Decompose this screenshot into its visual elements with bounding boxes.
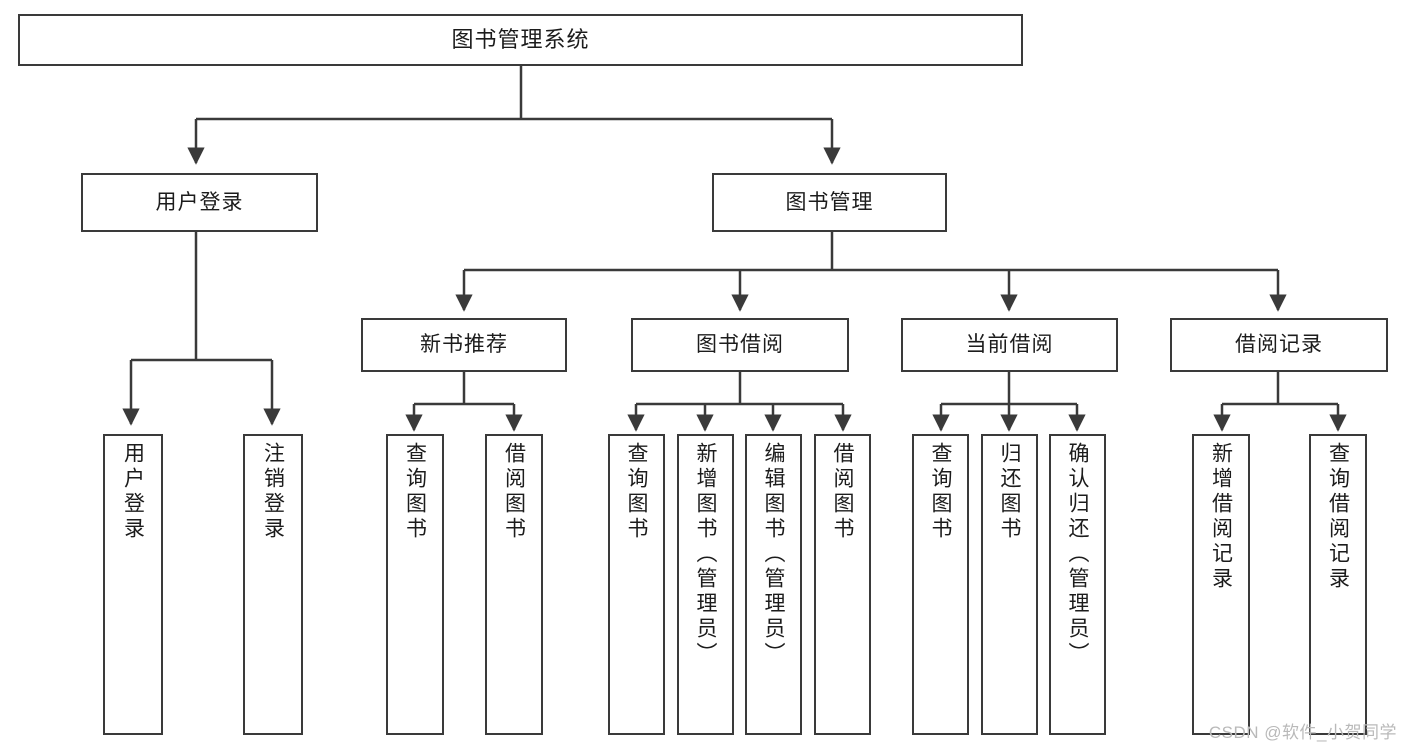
node-root-system[interactable]: 图书管理系统	[18, 14, 1023, 66]
node-label: 注销登录	[261, 442, 285, 542]
node-leaf-confirm-return[interactable]: 确认归还（管理员）	[1049, 434, 1106, 735]
node-label: 借阅图书	[502, 442, 526, 542]
node-leaf-query-book-borrow[interactable]: 查询图书	[608, 434, 665, 735]
node-leaf-edit-book[interactable]: 编辑图书（管理员）	[745, 434, 802, 735]
node-leaf-query-book-recommend[interactable]: 查询图书	[386, 434, 444, 735]
node-leaf-add-borrow-record[interactable]: 新增借阅记录	[1192, 434, 1250, 735]
node-book-manage[interactable]: 图书管理	[712, 173, 947, 232]
node-leaf-query-book-current[interactable]: 查询图书	[912, 434, 969, 735]
node-label: 用户登录	[155, 190, 244, 214]
node-leaf-logout[interactable]: 注销登录	[243, 434, 303, 735]
node-leaf-borrow-book-recommend[interactable]: 借阅图书	[485, 434, 543, 735]
node-label: 图书管理系统	[451, 26, 590, 52]
node-label: 图书管理	[785, 190, 874, 214]
node-borrow-record[interactable]: 借阅记录	[1170, 318, 1388, 372]
watermark-text: CSDN @软件_小贺同学	[1208, 723, 1397, 742]
node-label: 新增图书（管理员）	[694, 442, 717, 667]
node-label: 当前借阅	[965, 333, 1054, 357]
node-label: 图书借阅	[696, 333, 784, 357]
node-label: 确认归还（管理员）	[1066, 442, 1089, 667]
node-leaf-borrow-book[interactable]: 借阅图书	[814, 434, 871, 735]
node-current-borrow[interactable]: 当前借阅	[901, 318, 1118, 372]
node-user-login[interactable]: 用户登录	[81, 173, 318, 232]
node-label: 查询图书	[929, 442, 952, 542]
node-label: 新增借阅记录	[1209, 442, 1233, 592]
node-book-borrow[interactable]: 图书借阅	[631, 318, 849, 372]
node-label: 查询图书	[625, 442, 648, 542]
node-label: 借阅图书	[831, 442, 854, 542]
node-label: 查询图书	[403, 442, 427, 542]
node-leaf-query-borrow-record[interactable]: 查询借阅记录	[1309, 434, 1367, 735]
node-label: 编辑图书（管理员）	[762, 442, 785, 667]
node-label: 归还图书	[998, 442, 1021, 542]
node-new-book-recommend[interactable]: 新书推荐	[361, 318, 567, 372]
node-leaf-user-login[interactable]: 用户登录	[103, 434, 163, 735]
node-leaf-add-book[interactable]: 新增图书（管理员）	[677, 434, 734, 735]
node-label: 借阅记录	[1235, 333, 1323, 357]
node-label: 查询借阅记录	[1326, 442, 1350, 592]
node-label: 新书推荐	[420, 333, 508, 357]
node-leaf-return-book[interactable]: 归还图书	[981, 434, 1038, 735]
node-label: 用户登录	[121, 442, 145, 542]
